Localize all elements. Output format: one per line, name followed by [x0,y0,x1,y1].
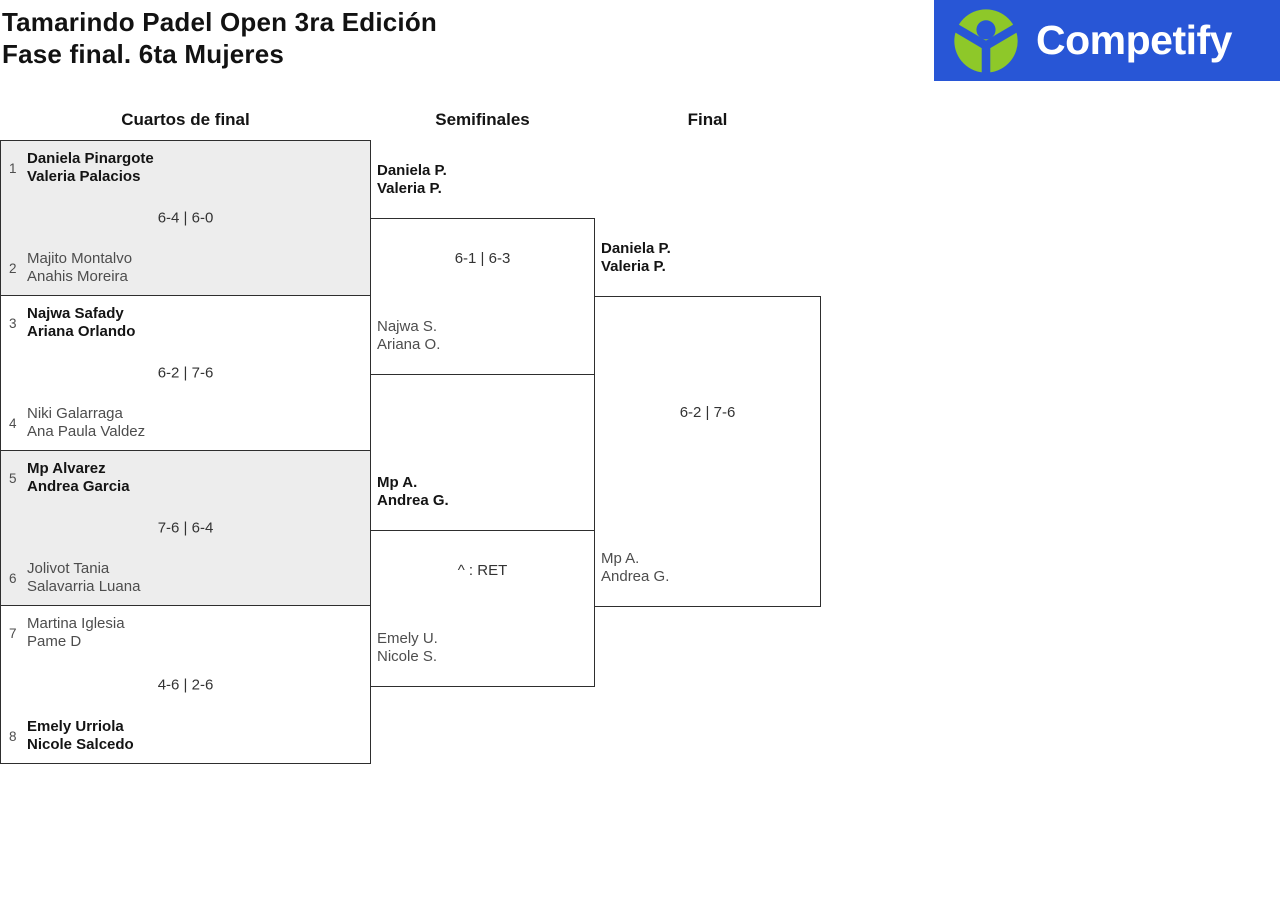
team-names: Daniela Pinargote Valeria Palacios [27,150,154,186]
team-names: Martina Iglesia Pame D [27,615,125,651]
player-name: Majito Montalvo [27,250,133,267]
person-arms-up-icon [953,8,1019,74]
semifinal-1-top-team: Daniela P. Valeria P. [377,162,447,198]
player-name: Daniela P. [601,240,671,257]
phase-name: Fase final. 6ta Mujeres [2,39,285,69]
player-name: Valeria P. [377,180,442,197]
team-entry: 7 Martina Iglesia Pame D [9,615,125,651]
team-entry: 4 Niki Galarraga Ana Paula Valdez [9,405,145,441]
match-score: ^ : RET [457,562,508,579]
player-name: Andrea Garcia [27,478,130,495]
player-name: Ariana Orlando [27,323,136,340]
match-box-semifinal-2: ^ : RET [370,530,595,687]
player-name: Emely U. [377,630,438,647]
seed-number: 7 [9,625,17,641]
seed-number: 3 [9,315,17,331]
logo-wordmark: Competify [1036,17,1232,63]
player-name: Nicole S. [377,648,438,665]
final-bottom-team: Mp A. Andrea G. [601,550,669,586]
match-box-quarterfinal-2: 3 Najwa Safady Ariana Orlando 6-2 | 7-6 … [0,295,371,451]
match-score: 4-6 | 2-6 [157,676,214,693]
team-names: Najwa Safady Ariana Orlando [27,305,135,341]
match-box-semifinal-1: 6-1 | 6-3 [370,218,595,375]
team-names: Jolivot Tania Salavarria Luana [27,560,140,596]
player-name: Andrea G. [601,568,670,585]
semifinal-2-top-team: Mp A. Andrea G. [377,474,449,510]
round-header-final: Final [687,110,728,129]
player-name: Najwa Safady [27,305,124,322]
match-box-quarterfinal-3: 5 Mp Alvarez Andrea Garcia 7-6 | 6-4 6 J… [0,450,371,606]
team-entry: 3 Najwa Safady Ariana Orlando [9,305,135,341]
final-top-team: Daniela P. Valeria P. [601,240,671,276]
player-name: Daniela Pinargote [27,150,154,167]
match-score: 6-4 | 6-0 [157,209,214,227]
player-name: Ariana O. [377,336,441,353]
match-score: 7-6 | 6-4 [157,519,214,537]
player-name: Martina Iglesia [27,615,125,632]
semifinal-1-bottom-team: Najwa S. Ariana O. [377,318,440,354]
match-score: 6-2 | 7-6 [157,364,214,382]
team-names: Mp Alvarez Andrea Garcia [27,460,130,496]
match-score: 6-2 | 7-6 [679,404,736,421]
match-score: 6-1 | 6-3 [454,250,511,267]
team-entry: 1 Daniela Pinargote Valeria Palacios [9,150,154,186]
player-name: Andrea G. [377,492,449,509]
team-entry: 2 Majito Montalvo Anahis Moreira [9,250,132,286]
player-name: Salavarria Luana [27,578,141,595]
player-name: Najwa S. [377,318,438,335]
team-entry: 5 Mp Alvarez Andrea Garcia [9,460,130,496]
seed-number: 2 [9,260,17,276]
seed-number: 6 [9,570,17,586]
player-name: Valeria P. [601,258,666,275]
player-name: Ana Paula Valdez [27,423,146,440]
player-name: Daniela P. [377,162,447,179]
player-name: Valeria Palacios [27,168,141,185]
player-name: Mp A. [601,550,640,567]
tournament-name: Tamarindo Padel Open 3ra Edición [2,7,438,37]
seed-number: 8 [9,728,17,744]
team-entry: 6 Jolivot Tania Salavarria Luana [9,560,140,596]
player-name: Jolivot Tania [27,560,110,577]
page-title: Tamarindo Padel Open 3ra Edición Fase fi… [2,6,437,70]
seed-number: 1 [9,160,17,176]
player-name: Mp A. [377,474,418,491]
match-box-quarterfinal-1: 1 Daniela Pinargote Valeria Palacios 6-4… [0,140,371,296]
player-name: Nicole Salcedo [27,736,134,753]
match-box-final: 6-2 | 7-6 [594,296,821,607]
team-names: Niki Galarraga Ana Paula Valdez [27,405,145,441]
seed-number: 4 [9,415,17,431]
player-name: Pame D [27,633,82,650]
competify-logo[interactable]: Competify [934,0,1280,81]
player-name: Mp Alvarez [27,460,106,477]
team-entry: 8 Emely Urriola Nicole Salcedo [9,718,134,754]
seed-number: 5 [9,470,17,486]
team-names: Majito Montalvo Anahis Moreira [27,250,132,286]
round-header-cuartos: Cuartos de final [121,110,250,129]
player-name: Niki Galarraga [27,405,123,422]
player-name: Anahis Moreira [27,268,128,285]
round-header-semifinales: Semifinales [435,110,530,129]
player-name: Emely Urriola [27,718,124,735]
match-box-quarterfinal-4: 7 Martina Iglesia Pame D 4-6 | 2-6 8 Eme… [0,605,371,764]
team-names: Emely Urriola Nicole Salcedo [27,718,134,754]
semifinal-2-bottom-team: Emely U. Nicole S. [377,630,438,666]
